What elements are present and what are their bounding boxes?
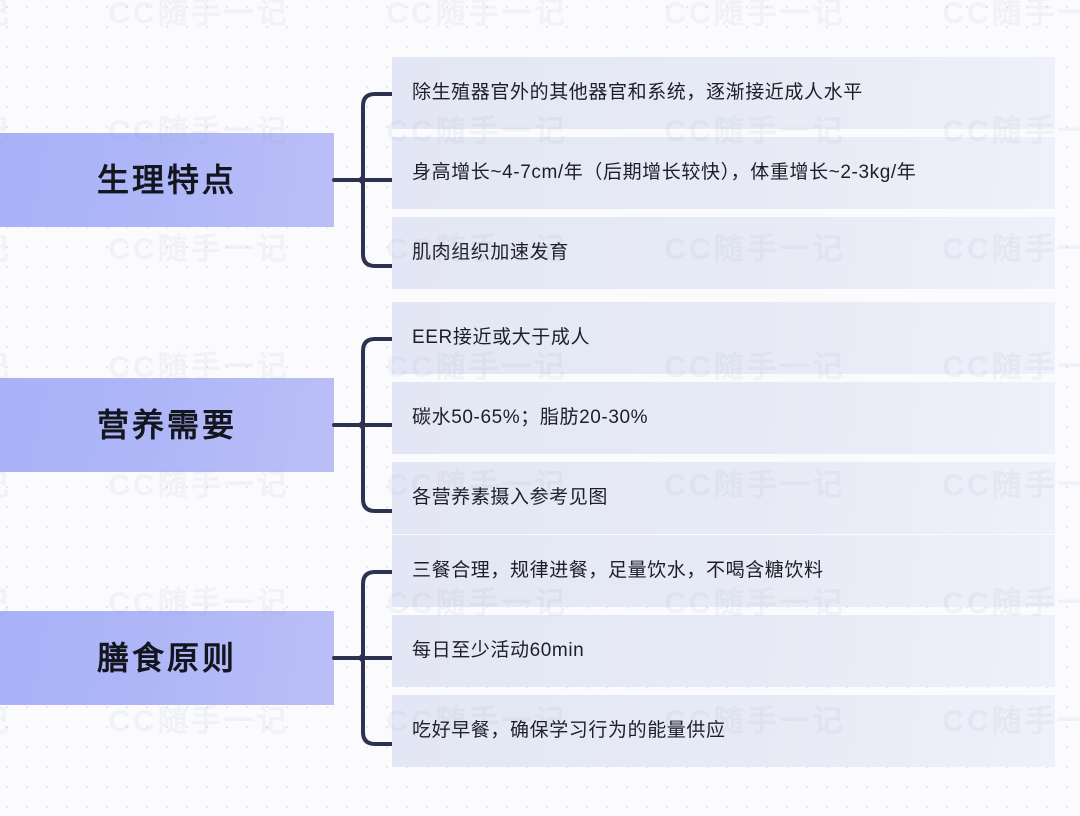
leaf-text: 三餐合理，规律进餐，足量饮水，不喝含糖饮料	[412, 559, 824, 581]
leaf-text: EER接近或大于成人	[412, 326, 591, 348]
watermark-text: CC随手一记	[0, 0, 12, 32]
branch-node-diet-principles[interactable]: 膳食原则	[0, 611, 334, 705]
watermark-text: CC随手一记	[942, 0, 1080, 30]
leaf-row[interactable]: 肌肉组织加速发育	[392, 217, 1055, 289]
branch-group-physiological: 生理特点 除生殖器官外的其他器官和系统，逐渐接近成人水平 身高增长~4-7cm/…	[0, 55, 1080, 293]
branch-group-diet-principles: 膳食原则 三餐合理，规律进餐，足量饮水，不喝含糖饮料 每日至少活动60min 吃…	[0, 533, 1080, 771]
leaf-row[interactable]: 碳水50-65%；脂肪20-30%	[392, 382, 1055, 454]
leaf-text: 身高增长~4-7cm/年（后期增长较快），体重增长~2-3kg/年	[412, 161, 917, 183]
leaf-row[interactable]: 三餐合理，规律进餐，足量饮水，不喝含糖饮料	[392, 535, 1055, 607]
branch-node-label: 生理特点	[96, 162, 237, 198]
connector-bracket-icon	[332, 337, 398, 513]
leaf-row[interactable]: 除生殖器官外的其他器官和系统，逐渐接近成人水平	[392, 57, 1055, 129]
branch-group-nutrition: 营养需要 EER接近或大于成人 碳水50-65%；脂肪20-30% 各营养素摄入…	[0, 300, 1080, 538]
branch-node-label: 膳食原则	[96, 640, 237, 676]
watermark-text: CC随手一记	[108, 0, 290, 30]
branch-node-physiological[interactable]: 生理特点	[0, 133, 334, 227]
branch-node-nutrition[interactable]: 营养需要	[0, 378, 334, 472]
leaf-row[interactable]: EER接近或大于成人	[392, 302, 1055, 374]
leaf-text: 肌肉组织加速发育	[412, 241, 569, 263]
connector-bracket-icon	[332, 92, 398, 268]
leaf-row[interactable]: 各营养素摄入参考见图	[392, 462, 1055, 534]
leaf-row[interactable]: 吃好早餐，确保学习行为的能量供应	[392, 695, 1055, 767]
watermark-text: CC随手一记	[386, 0, 568, 30]
branch-node-label: 营养需要	[96, 407, 237, 443]
leaf-text: 每日至少活动60min	[412, 639, 585, 661]
leaf-row[interactable]: 身高增长~4-7cm/年（后期增长较快），体重增长~2-3kg/年	[392, 137, 1055, 209]
connector-bracket-icon	[332, 570, 398, 746]
leaf-row[interactable]: 每日至少活动60min	[392, 615, 1055, 687]
leaf-text: 除生殖器官外的其他器官和系统，逐渐接近成人水平	[412, 81, 863, 103]
leaf-text: 吃好早餐，确保学习行为的能量供应	[412, 719, 726, 741]
leaf-text: 碳水50-65%；脂肪20-30%	[412, 406, 649, 428]
watermark-text: CC随手一记	[664, 0, 846, 30]
leaf-text: 各营养素摄入参考见图	[412, 486, 609, 508]
